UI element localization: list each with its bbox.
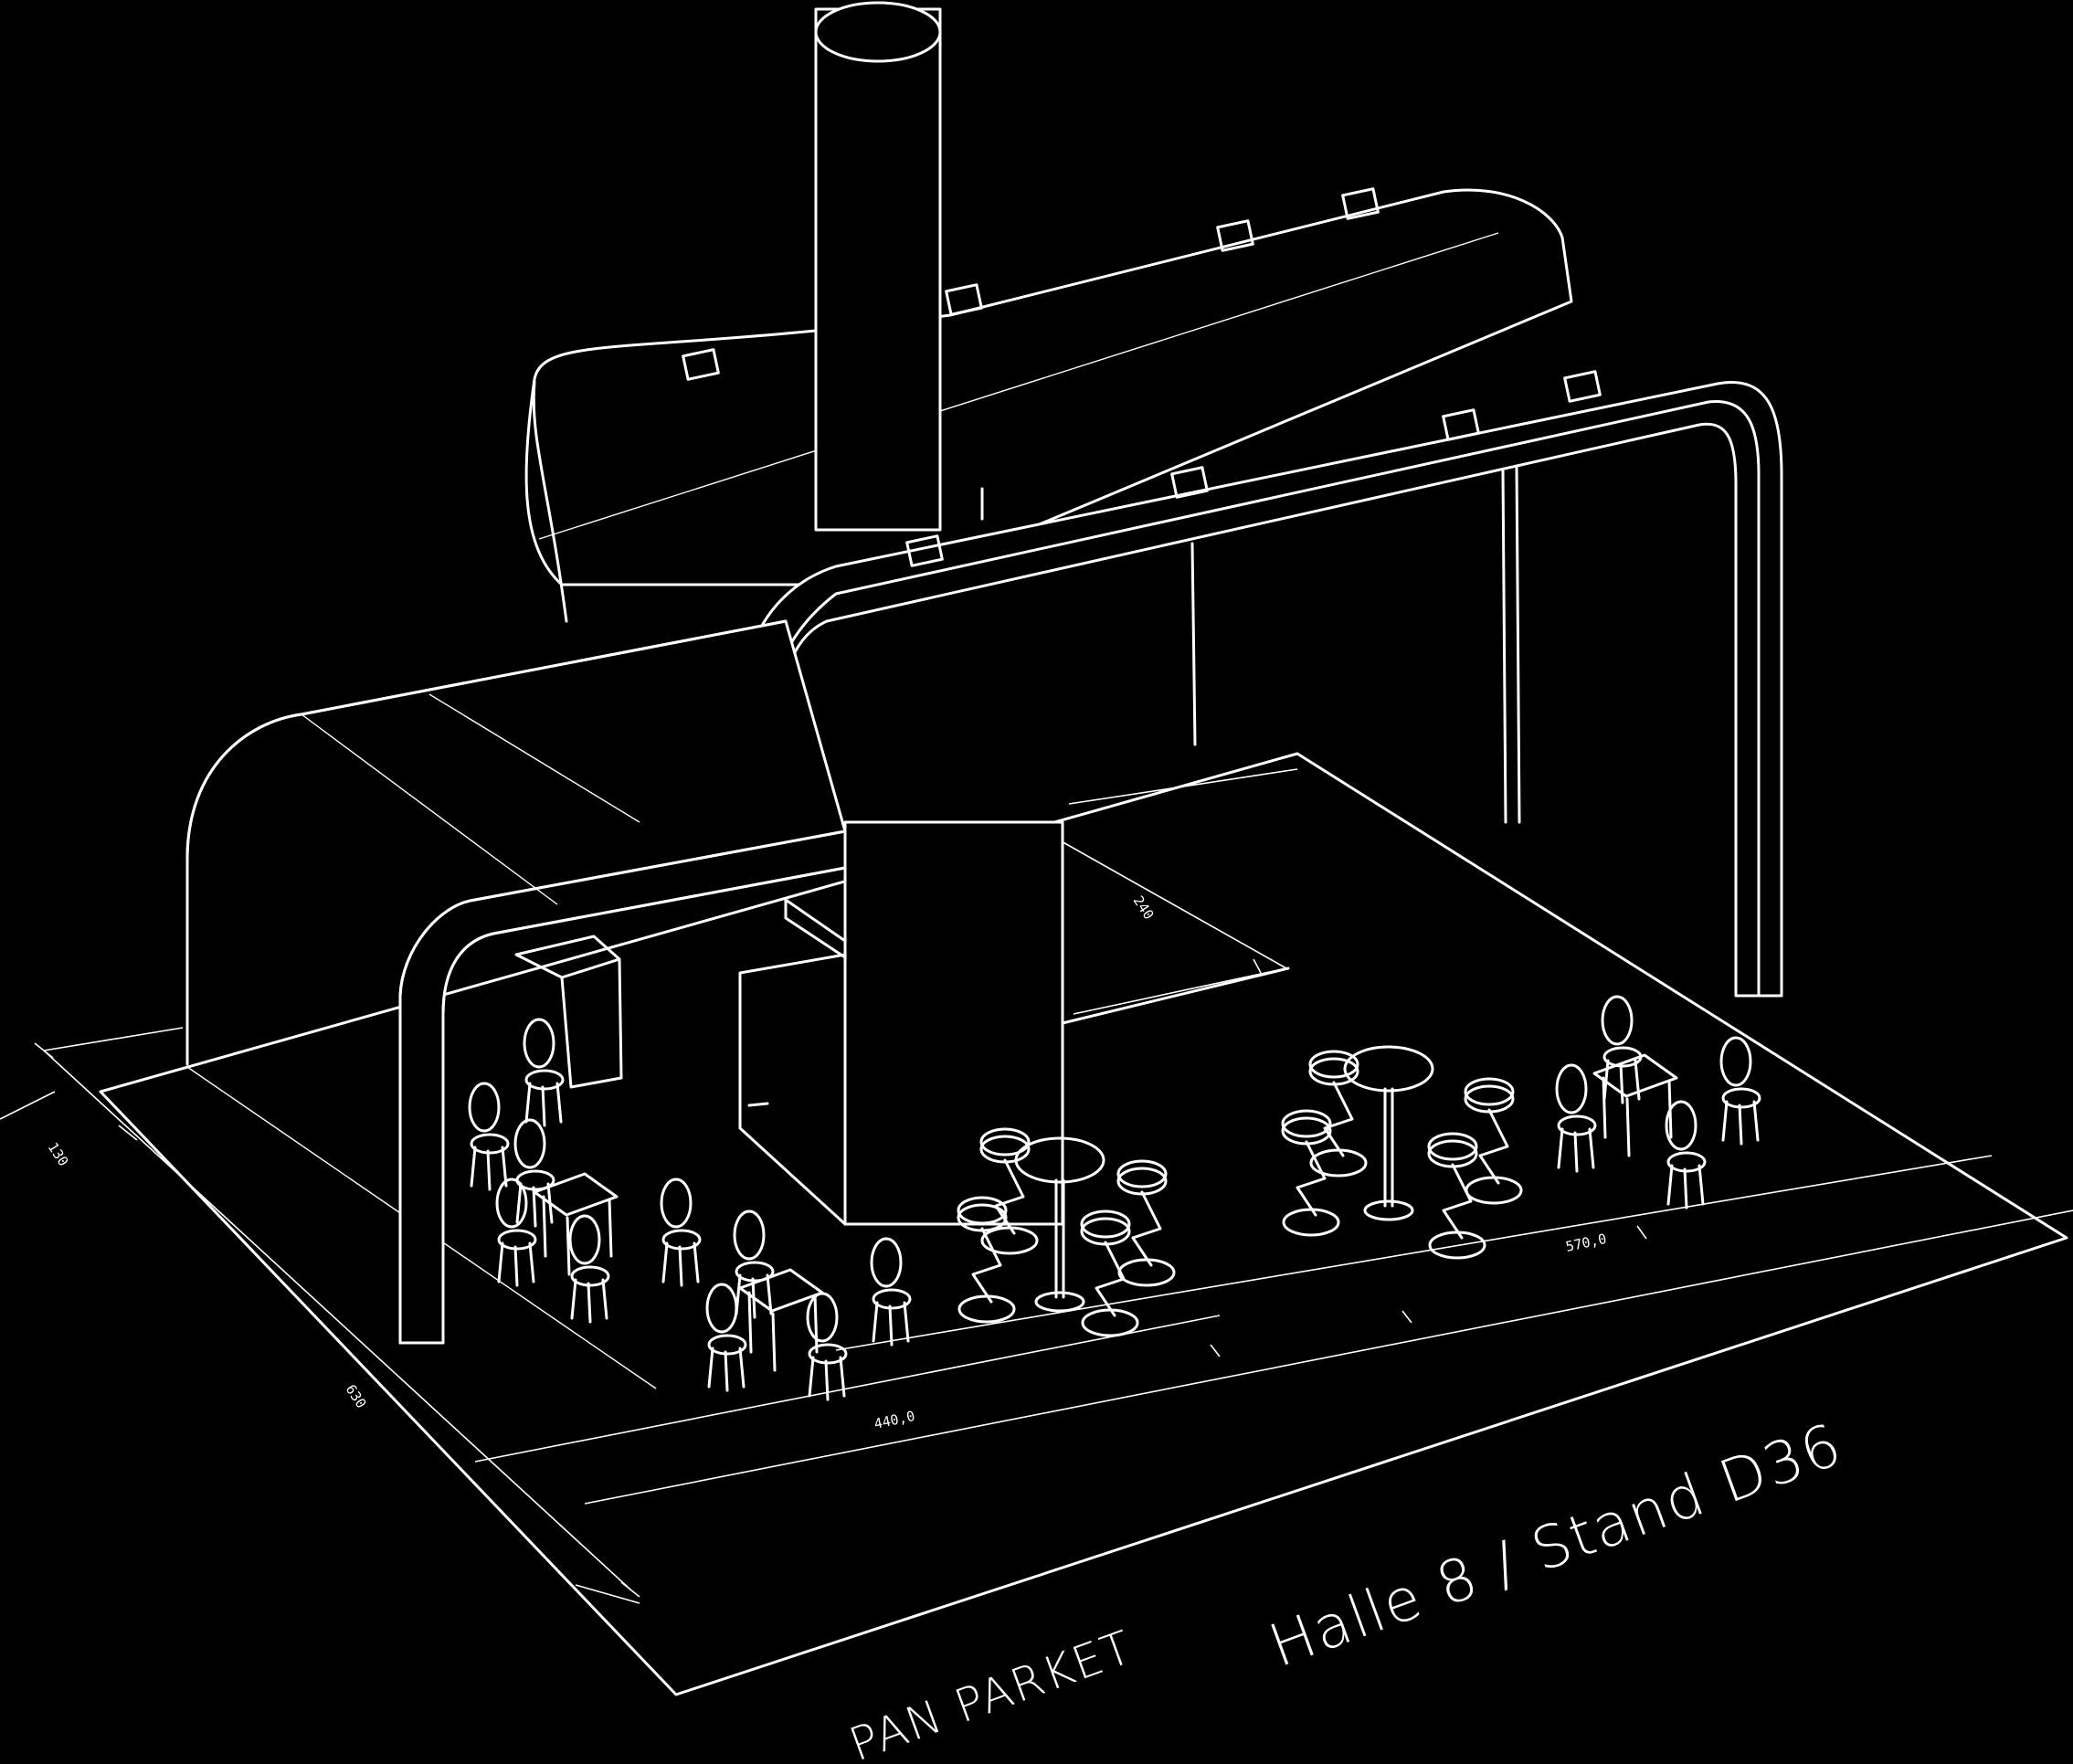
- inner-panels: [843, 542, 1290, 1226]
- upper-back-arch: [524, 188, 1573, 623]
- central-column: [814, 1, 984, 532]
- dim-width-back: 570,0: [1564, 1231, 1608, 1255]
- dim-depth-total: 630: [343, 1381, 370, 1411]
- cafe-furniture-left: [468, 1018, 702, 1324]
- dimension-lines: [0, 768, 2073, 1604]
- lower-front-arch: [185, 619, 847, 1345]
- bar-counter: [514, 935, 623, 1089]
- booth-door: [738, 898, 847, 1226]
- location-caption: Halle 8 / Stand D36: [1261, 1410, 1851, 1681]
- dim-depth-partial: 130: [45, 1139, 72, 1169]
- cafe-furniture-right: [1281, 995, 1761, 1260]
- company-caption: PAN PARKET: [842, 1621, 1140, 1764]
- dim-width-front: 440,0: [873, 1408, 916, 1432]
- spot-lights: [682, 187, 1602, 567]
- dim-height: 240: [1130, 893, 1158, 923]
